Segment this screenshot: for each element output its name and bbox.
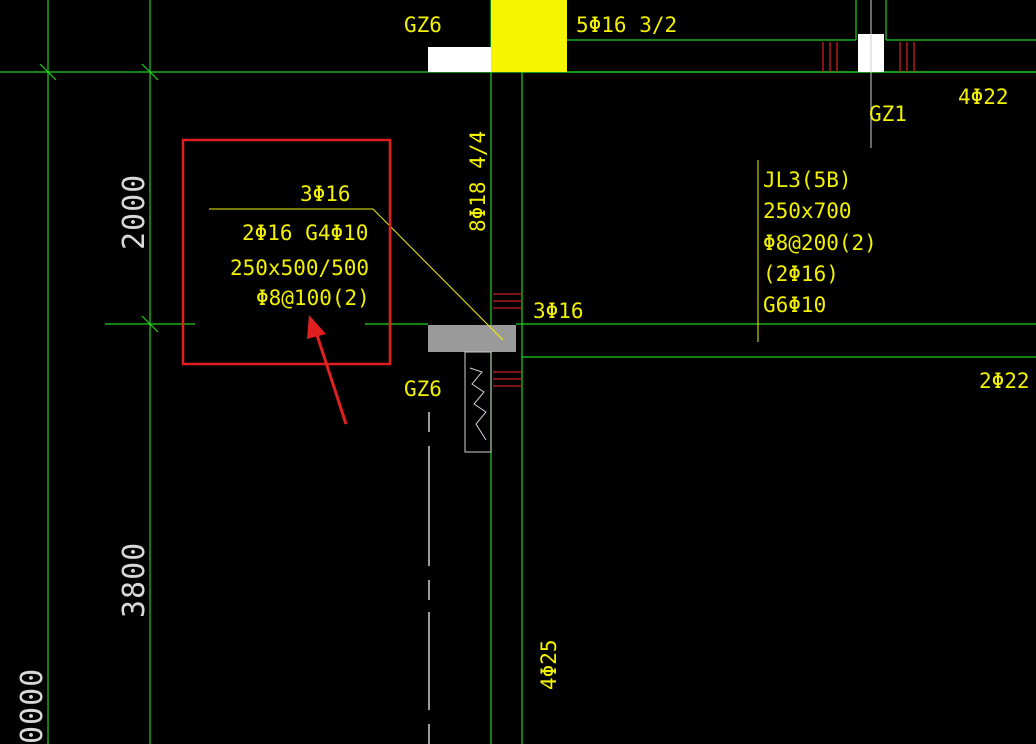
label-jl3-name: JL3(5B)	[763, 168, 852, 192]
label-jl3-section: 250x700	[763, 199, 852, 223]
label-vertical-rebar: 8Φ18 4/4	[466, 131, 490, 232]
label-jl3-top: (2Φ16)	[763, 262, 839, 286]
leader-highlight-beam	[209, 208, 504, 341]
rebar-ticks-middle	[493, 293, 521, 387]
label-2d22: 2Φ22	[979, 369, 1030, 393]
dim-tick-3	[141, 315, 159, 333]
wall-break-mark	[469, 367, 487, 441]
pointer-arrow	[307, 315, 348, 425]
label-4d25: 4Φ25	[537, 639, 561, 690]
dimension-2000: 2000	[117, 174, 152, 250]
column-gray-middle[interactable]	[428, 325, 516, 352]
label-gz1: GZ1	[869, 102, 907, 126]
highlight-top-rebar: 3Φ16	[300, 182, 351, 206]
wall-white-top-left[interactable]	[428, 47, 491, 72]
label-jl3-side: G6Φ10	[763, 293, 826, 317]
label-3d16-right: 3Φ16	[533, 299, 584, 323]
label-beam-top-rebar: 5Φ16 3/2	[576, 13, 677, 37]
highlight-section: 250x500/500	[230, 256, 369, 280]
highlight-annotation[interactable]: 3Φ16 2Φ16 G4Φ10 250x500/500 Φ8@100(2)	[181, 138, 392, 366]
rebar-ticks-top	[822, 42, 915, 72]
dimension-partial: 0000	[15, 668, 50, 744]
highlight-box[interactable]	[181, 138, 392, 366]
highlight-stirrup: Φ8@100(2)	[256, 286, 370, 310]
label-gz6-top: GZ6	[404, 13, 442, 37]
label-gz6-mid: GZ6	[404, 377, 442, 401]
dimension-3800: 3800	[117, 542, 152, 618]
dim-tick-2	[141, 63, 159, 81]
label-jl3-stirrup: Φ8@200(2)	[763, 231, 877, 255]
highlight-bottom-side-rebar: 2Φ16 G4Φ10	[242, 221, 368, 245]
leader-lines	[209, 160, 759, 342]
wall-hatched-lower[interactable]	[464, 351, 492, 453]
label-4d22: 4Φ22	[958, 85, 1009, 109]
column-yellow-top[interactable]	[491, 0, 567, 72]
dim-tick-1	[39, 63, 57, 81]
